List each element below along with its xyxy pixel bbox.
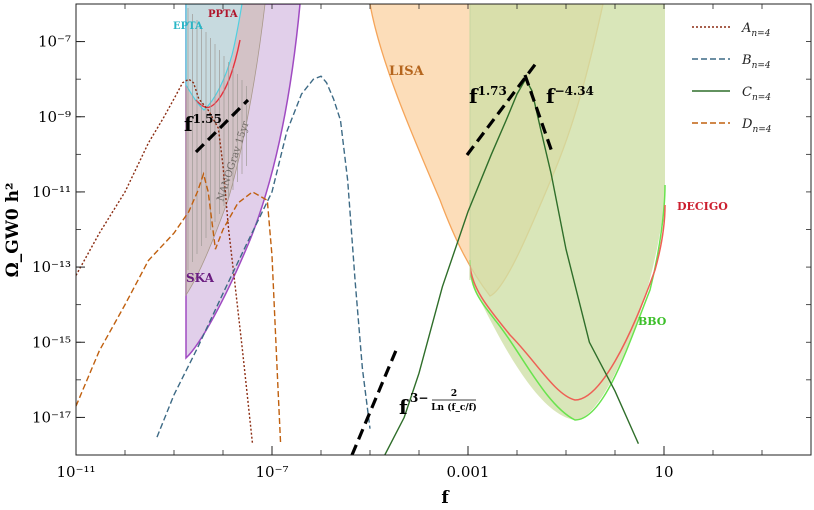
series-line-c [384,77,640,455]
label-ska: SKA [186,271,215,285]
annotation-f434-base: f [546,84,556,108]
legend-label-sub: n=4 [752,61,771,71]
x-tick-label: 10⁻¹¹ [56,463,95,481]
annotation-f173-exp: 1.73 [478,84,507,98]
legend-label-main: C [742,85,752,100]
legend-label: Dn=4 [741,117,772,135]
fit-lines [194,61,554,455]
y-tick-label: 10⁻⁹ [38,108,71,126]
label-bbo: BBO [638,315,667,328]
legend-label-main: B [741,53,752,68]
annotation-f434: f−4.34 [546,84,594,108]
legend-label: Bn=4 [741,53,771,71]
annotation-f155-base: f [184,112,194,136]
label-ppta: PPTA [208,9,238,20]
annotation-f173: f1.73 [469,84,507,108]
bbo-curve [469,184,666,421]
detector-regions [185,4,666,421]
y-axis-title: Ω_GW0 h² [3,183,23,278]
series-line-d [76,171,282,444]
y-tick-label: 10⁻¹⁵ [32,333,71,351]
series-group [76,75,640,455]
fit-line-2 [465,61,539,156]
annotation-fc-num: 2 [451,389,457,399]
legend-label-sub: n=4 [751,29,770,39]
annotation-fc-base: f [399,395,409,419]
legend-label-sub: n=4 [752,93,771,103]
annotation-f155-exp: 1.55 [193,112,222,126]
y-tick-label: 10⁻⁷ [38,33,71,51]
y-tick-label: 10⁻¹³ [32,258,71,276]
annotation-fc: f 3− 2 Ln (f_c/f) [399,389,477,419]
annotation-fc-exp: 3− [410,391,428,405]
ppta-region [195,39,241,109]
bbo-region [470,4,665,420]
legend-label: An=4 [741,21,771,39]
y-tick-label: 10⁻¹⁷ [32,408,71,426]
legend-label-sub: n=4 [752,125,771,135]
legend-label-main: D [741,117,753,132]
legend-label-main: A [741,21,751,36]
x-axis-title: f [441,488,450,508]
legend: An=4Bn=4Cn=4Dn=4 [692,21,772,135]
decigo-curve [469,204,666,401]
annotation-f173-base: f [469,84,479,108]
x-tick-label: 0.001 [447,463,490,481]
x-tick-label: 10 [654,463,673,481]
y-tick-label: 10⁻¹¹ [32,183,71,201]
axes: 10⁻¹¹ 10⁻⁷ 0.001 10 10⁻⁷ 10⁻⁹ 10⁻¹¹ 10⁻¹³ 10⁻¹⁵ 1… [32,3,812,481]
label-epta: EPTA [173,21,203,32]
annotation-f434-exp: −4.34 [555,84,594,98]
fit-line-4 [350,347,399,455]
fit-line-1 [194,98,250,154]
series-line-b [156,75,371,438]
annotation-fc-den: Ln (f_c/f) [431,402,477,413]
x-tick-label: 10⁻⁷ [255,463,288,481]
label-lisa: LISA [389,64,425,79]
legend-label: Cn=4 [742,85,771,103]
fit-line-3 [523,74,554,153]
annotation-f155: f1.55 [184,112,222,136]
label-decigo: DECIGO [677,200,728,213]
series-line-a [76,78,254,444]
